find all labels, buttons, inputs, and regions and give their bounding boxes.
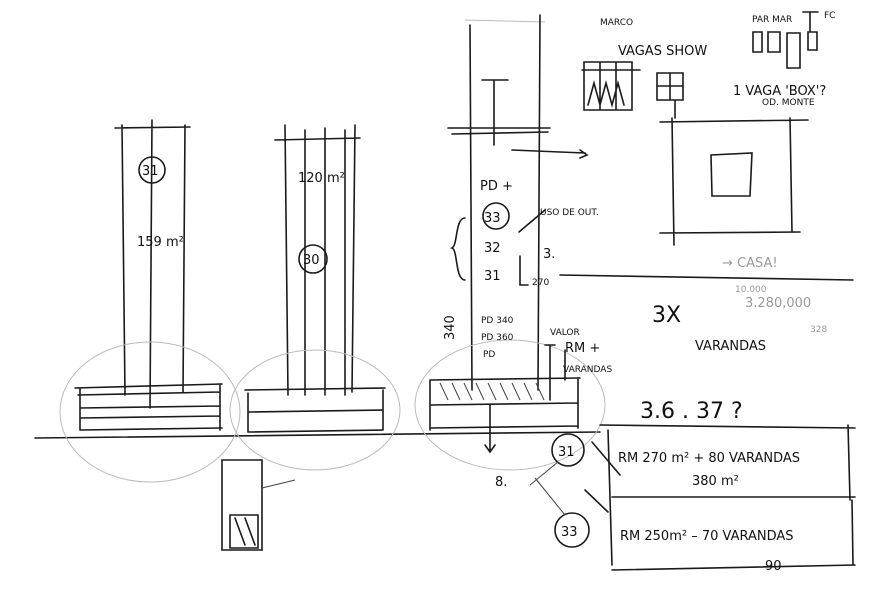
varandas-note: VARANDAS <box>563 365 612 375</box>
tower-left-area: 159 m² <box>137 235 184 250</box>
times-3x: 3X <box>652 303 681 328</box>
top-right-notes: MARCO VAGAS SHOW PAR MAR FC 1 VAGA 'BOX'… <box>559 11 854 354</box>
vagas-show: VAGAS SHOW <box>618 44 707 59</box>
fc: FC <box>824 11 835 21</box>
tower-left: 31 159 m² <box>59 119 296 551</box>
tower-left-floor: 31 <box>142 164 159 179</box>
question: 3.6 . 37 ? <box>640 399 743 424</box>
rm-plus: RM + <box>565 341 600 356</box>
row2-sub: 90 <box>765 559 782 574</box>
calc-3: 328 <box>810 325 827 335</box>
varandas: VARANDAS <box>695 339 766 354</box>
floor-33: 33 <box>484 211 501 226</box>
pd-360: PD 360 <box>481 333 514 343</box>
valor: VALOR <box>550 328 580 338</box>
tower-middle-floor: 30 <box>303 253 320 268</box>
calc-2: 3.280,000 <box>745 296 811 311</box>
floor-32: 32 <box>484 241 501 256</box>
vaga-box: 1 VAGA 'BOX'? <box>733 84 826 99</box>
dim-3: 3. <box>543 247 555 262</box>
row1-line1: RM 270 m² + 80 VARANDAS <box>618 451 800 466</box>
row1-line2: 380 m² <box>692 474 739 489</box>
floor-31: 31 <box>484 269 501 284</box>
ground-line <box>34 431 601 439</box>
par-mar: PAR MAR <box>752 15 792 25</box>
note-33: USO DE OUT. <box>540 208 599 218</box>
bottom-right-notes: 3.6 . 37 ? 31 33 8. RM 270 m² + 80 VARAN… <box>495 399 856 574</box>
pd-blank: PD <box>483 350 495 360</box>
casa: → CASA! <box>722 256 778 271</box>
dim-340: 340 <box>443 315 458 340</box>
tower-middle: 120 m² 30 <box>229 124 401 471</box>
marco: MARCO <box>600 18 633 28</box>
circle-33: 33 <box>561 525 578 540</box>
row2: RM 250m² – 70 VARANDAS <box>620 529 794 544</box>
circle-31: 31 <box>558 445 575 460</box>
tower-right: PD + 33 USO DE OUT. 32 31 3. 270 340 PD … <box>414 14 612 471</box>
calc-1: 10.000 <box>735 285 767 295</box>
pd-340: PD 340 <box>481 316 514 326</box>
dim-270: 270 <box>532 278 549 288</box>
eight: 8. <box>495 475 507 490</box>
tower-middle-area: 120 m² <box>298 171 345 186</box>
pd-top: PD + <box>480 179 513 194</box>
od-monte: OD. MONTE <box>762 98 815 108</box>
